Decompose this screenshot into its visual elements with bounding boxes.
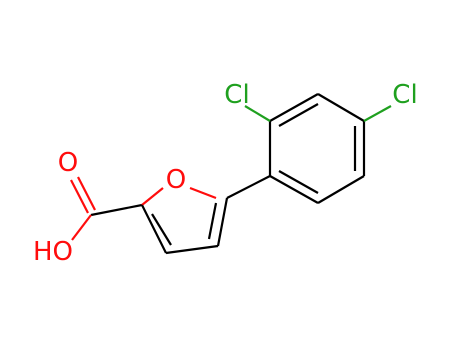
- bond-c-o-double-b: [77, 176, 96, 211]
- bond-c-oh: [71, 214, 92, 241]
- bond-b3-b4: [317, 93, 365, 122]
- bond-b2-b3-inner: [278, 103, 319, 127]
- bond-c2-o: [141, 187, 164, 206]
- bond-b2-cl: [244, 105, 271, 122]
- bond-b6-b1-inner: [278, 170, 319, 194]
- carboxyl-bonds: [70, 176, 143, 241]
- benzene-ring-bonds: [268, 93, 366, 204]
- bond-c4-c5-inner: [207, 202, 218, 240]
- bond-b6-b1: [269, 175, 319, 204]
- atom-labels: Cl Cl O O HO: [33, 80, 418, 267]
- bond-furan-benzene: [226, 175, 271, 199]
- bond-c2-c3-inner: [151, 213, 172, 246]
- furan-ring-bonds: [141, 186, 229, 255]
- furan-oxygen-label: O: [166, 165, 186, 195]
- bond-b4-cl: [363, 105, 392, 122]
- chlorine-para-label: Cl: [392, 80, 417, 110]
- chlorine-ortho-label: Cl: [224, 80, 249, 110]
- hydroxyl-label: HO: [33, 237, 73, 267]
- bond-b2-b3: [269, 93, 319, 122]
- bond-c-o-double-a: [70, 179, 89, 214]
- bond-c2-c3: [141, 204, 167, 254]
- bond-o-c5: [189, 186, 217, 200]
- bond-c4-c5: [216, 197, 229, 247]
- bond-b5-b6: [317, 175, 365, 204]
- bond-c1-c2: [90, 203, 143, 217]
- bond-c3-c4: [165, 244, 219, 255]
- carbonyl-oxygen-label: O: [58, 148, 78, 178]
